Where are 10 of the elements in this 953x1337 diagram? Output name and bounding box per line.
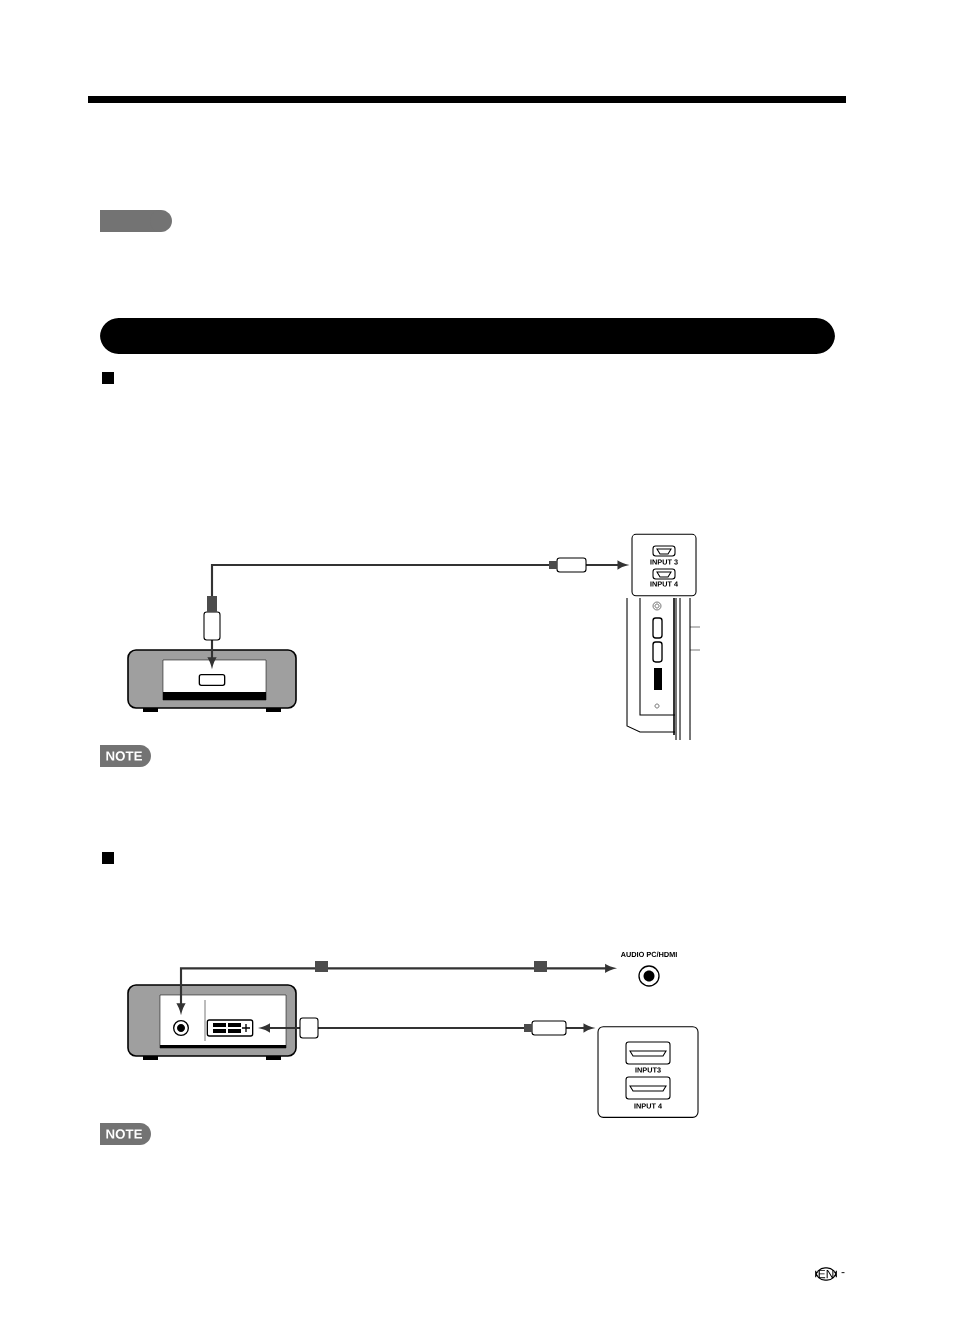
audio-jack: [173, 1020, 189, 1036]
note-badge: NOTE: [100, 745, 151, 767]
cable: [208, 561, 627, 667]
cable: [261, 1024, 593, 1032]
cable: [177, 964, 614, 1013]
dvi-port: [206, 1019, 254, 1037]
language-badge: EN: [815, 1267, 837, 1281]
note-badge: NOTE: [100, 1123, 151, 1145]
hdmi-port: [198, 674, 226, 686]
page-dash: -: [841, 1272, 845, 1274]
